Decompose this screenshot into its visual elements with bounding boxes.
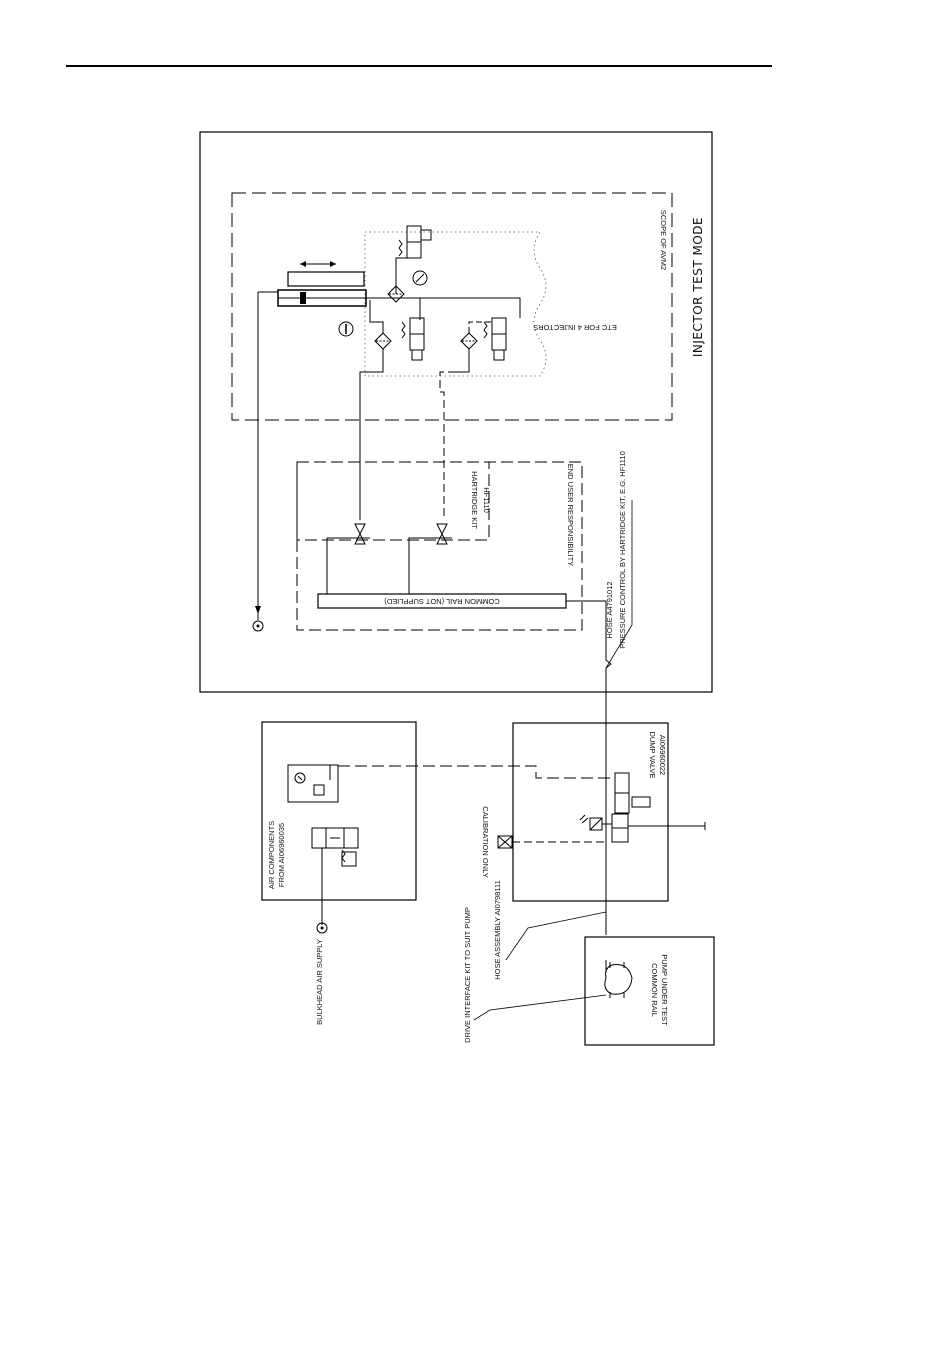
drive-interface-label: DRIVE INTERFACE KIT TO SUIT PUMP — [463, 907, 472, 1043]
hose-assembly-label: HOSE ASSEMBLY AI0798111 — [493, 880, 502, 980]
pressure-gauge-icon — [338, 321, 354, 337]
hartridge-kit-label: HARTRIDGE KIT — [470, 471, 479, 529]
pump-label-line1: COMMON RAIL — [650, 963, 659, 1017]
solenoid-valve-icon — [398, 225, 432, 259]
leader-line — [605, 500, 633, 669]
air-components-from-label: FROM AI06960035 — [277, 823, 286, 887]
solenoid-valve-icon — [401, 317, 425, 361]
bulkhead-port-icon — [316, 922, 328, 934]
rail-feed-line — [326, 537, 350, 594]
etc-injectors-label: ETC FOR 4 INJECTORS — [533, 323, 617, 332]
pressure-control-label: PRESSURE CONTROL BY HARTRIDGE KIT, E.G. … — [618, 451, 627, 649]
regulator-icon — [287, 764, 339, 803]
leader-line — [505, 911, 607, 961]
calibration-connector-icon — [497, 835, 513, 849]
rail-feed-line — [408, 537, 432, 594]
dump-valve-code-label: AI06960022 — [658, 735, 667, 775]
pressure-valve-icon — [350, 523, 370, 545]
pilot-dashed-line — [338, 765, 612, 779]
filter-icon — [460, 332, 478, 350]
air-components-label: AIR COMPONENTS — [267, 821, 276, 889]
end-user-label: END USER RESPONSIBILITY — [566, 464, 575, 567]
common-rail-label: COMMON RAIL (NOT SUPPLIED) — [384, 597, 500, 606]
pump-box — [584, 936, 715, 1046]
hose-a-label: HOSE A4791012 — [605, 581, 614, 638]
scope-piping — [258, 257, 521, 392]
end-user-box — [296, 461, 583, 631]
arrow-icon — [255, 606, 261, 614]
leader-line — [473, 994, 607, 1021]
hartridge-kit-box — [296, 461, 490, 541]
dump-valve-box — [512, 722, 669, 902]
hartridge-code-label: HF1110 — [482, 487, 491, 513]
solenoid-valve-icon — [483, 317, 507, 361]
dotted-area — [364, 231, 547, 377]
injector-test-mode-frame — [199, 131, 713, 693]
drain-line — [468, 321, 492, 333]
cylinder-assembly — [277, 261, 367, 307]
dump-valve-label: DUMP VALVE — [648, 731, 657, 778]
pressure-valve-icon — [432, 523, 452, 545]
scope-label: SCOPE OF AVM2 — [659, 210, 668, 270]
air-components-box — [261, 721, 417, 901]
pump-icon — [604, 960, 633, 998]
calibration-label: CALIBRATION ONLY — [481, 806, 490, 877]
filter-icon — [374, 332, 392, 350]
title-text: INJECTOR TEST MODE — [691, 217, 705, 357]
gauge-icon — [412, 270, 428, 286]
dump-valve-icon — [579, 772, 706, 843]
pump-label-line2: PUMP UNDER TEST — [660, 954, 669, 1026]
scope-avm2-box — [231, 192, 673, 421]
hose-line — [566, 600, 612, 935]
air-valve-icon — [311, 827, 359, 867]
injector-line-dashed — [439, 371, 456, 520]
gauge-port-icon — [252, 620, 264, 632]
bulkhead-label: BULKHEAD AIR SUPPLY — [315, 939, 324, 1025]
